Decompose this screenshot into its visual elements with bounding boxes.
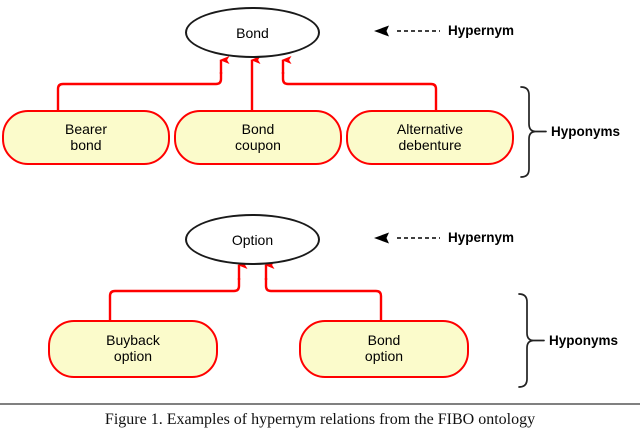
hyponym-node-bond-option-line2: option [364, 348, 404, 364]
brace-hyponyms-top [520, 86, 547, 178]
legend-hypernym-label-bottom: Hypernym [448, 230, 515, 245]
brace-hyponyms-label-bottom: Hyponyms [549, 333, 619, 348]
hyponym-node-bond-coupon-line2: coupon [235, 136, 281, 153]
hyponym-node-alternative-debenture-line2: debenture [398, 136, 462, 153]
connector-bearer-bond-to-bond [56, 56, 230, 110]
brace-hyponyms-label-top: Hyponyms [551, 124, 621, 139]
connector-buyback-option-to-option [108, 261, 248, 320]
hypernym-node-bond[interactable]: Bond [185, 7, 320, 58]
legend-hypernym-label-top: Hypernym [448, 23, 515, 38]
connector-bond-option-to-option [264, 261, 383, 320]
hyponym-node-buyback-option[interactable]: Buyback option [48, 320, 218, 378]
hypernym-node-option-label: Option [231, 231, 274, 248]
hypernym-node-bond-label: Bond [236, 24, 269, 41]
hyponym-node-bond-option[interactable]: Bond option [299, 320, 469, 378]
hyponym-node-bond-option-line1: Bond [367, 332, 401, 349]
hyponym-node-buyback-option-line1: Buyback [106, 332, 160, 349]
hyponym-node-buyback-option-line2: option [113, 348, 153, 364]
hyponym-node-bond-coupon-line1: Bond [241, 120, 275, 137]
hyponym-node-bearer-bond-line2: bond [70, 136, 102, 153]
hyponym-node-bond-coupon[interactable]: Bond coupon [174, 110, 342, 165]
legend-hypernym-arrow-top [374, 25, 440, 37]
hyponym-node-alternative-debenture[interactable]: Alternative debenture [346, 110, 514, 165]
hyponym-node-bearer-bond[interactable]: Bearer bond [2, 110, 170, 165]
hyponym-node-alternative-debenture-line1: Alternative [396, 120, 464, 137]
connector-alternative-debenture-to-bond [281, 56, 438, 110]
figure-caption: Figure 1. Examples of hypernym relations… [104, 411, 536, 428]
hyponym-node-bearer-bond-line1: Bearer [64, 120, 108, 137]
legend-hypernym-arrow-bottom [374, 232, 440, 244]
hypernym-node-option[interactable]: Option [185, 214, 320, 265]
brace-hyponyms-bottom [518, 293, 545, 388]
